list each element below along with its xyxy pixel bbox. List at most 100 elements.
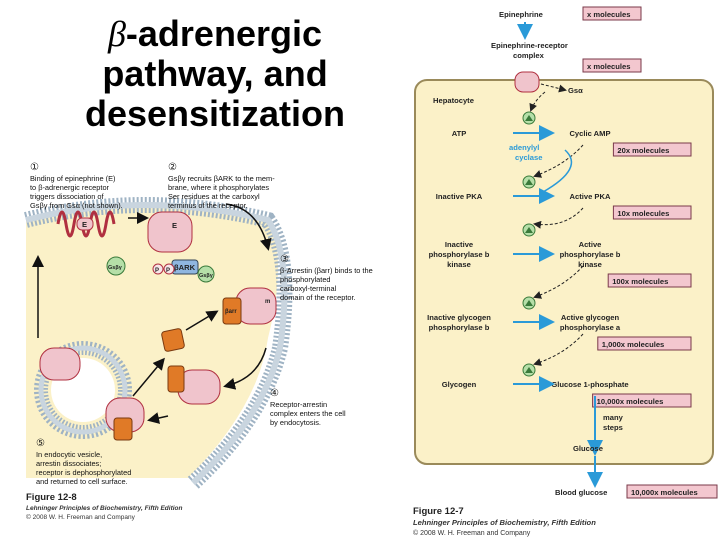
svg-text:m: m <box>265 299 270 305</box>
svg-text:© 2008 W. H. Freeman and Compa: © 2008 W. H. Freeman and Company <box>26 513 136 521</box>
row-2-activator-tri <box>525 227 533 233</box>
arrestin-bound <box>222 297 242 325</box>
svg-text:In endocytic vesicle,: In endocytic vesicle, <box>36 450 102 459</box>
row-3-left-1: phosphorylase b <box>429 323 490 332</box>
row-2-amount-box <box>607 273 692 288</box>
row-1-activator-tri <box>525 179 533 185</box>
enzyme-link <box>542 149 573 193</box>
desensitization-diagram: E Gsβγ E βARK P P Gsβγ βarr m ① Binding … <box>24 162 373 521</box>
amount-box-x1 <box>582 6 642 21</box>
svg-text:Epinephrine-receptor: Epinephrine-receptor <box>491 41 568 50</box>
row-0-feedback-arrow <box>529 91 546 112</box>
epinephrine-label: Epinephrine <box>499 10 543 19</box>
svg-text:Gsβγ: Gsβγ <box>108 265 123 271</box>
phosphate-2 <box>163 263 175 275</box>
row-4-activator-tri <box>525 367 533 373</box>
hepatocyte-label: Hepatocyte <box>433 96 474 105</box>
step-2: ② Gsβγ recruits βARK to the mem- brane, … <box>168 162 275 210</box>
row-2-right-2: kinase <box>578 260 602 269</box>
svg-text:receptor is dephosphorylated: receptor is dephosphorylated <box>36 468 131 477</box>
hepatocyte-cell <box>414 79 714 465</box>
svg-text:βarr: βarr <box>225 309 237 315</box>
svg-text:Gsβγ: Gsβγ <box>199 273 214 279</box>
row-1-amount-box <box>612 205 692 220</box>
enzyme-label-2: cyclase <box>515 153 542 162</box>
arrow-3-4 <box>223 347 267 390</box>
step-3: ③ β-Arrestin (βarr) binds to the phospho… <box>280 254 373 302</box>
svg-text:Receptor-arrestin: Receptor-arrestin <box>270 400 327 409</box>
glucose-label: Glucose <box>573 444 603 453</box>
row-3-left-0: Inactive glycogen <box>427 313 491 322</box>
receptor-top <box>514 71 540 93</box>
label-E-1: E <box>82 220 87 229</box>
svg-text:triggers dissociation of: triggers dissociation of <box>30 192 104 201</box>
arrow-arrestin-recycle <box>185 310 219 331</box>
gsbg-1 <box>106 256 126 276</box>
svg-text:P: P <box>155 268 159 274</box>
svg-text:complex: complex <box>513 51 545 60</box>
svg-text:carboxyl-terminal: carboxyl-terminal <box>280 284 337 293</box>
svg-text:①: ① <box>30 162 39 173</box>
svg-text:P: P <box>166 268 170 274</box>
step-4: ④ Receptor-arrestin complex enters the c… <box>270 388 346 427</box>
step-5: ⑤ In endocytic vesicle, arrestin dissoci… <box>36 438 131 486</box>
svg-text:phosphorylated: phosphorylated <box>280 275 331 284</box>
step-1: ① Binding of epinephrine (E) to β-adrene… <box>30 162 123 210</box>
svg-text:③: ③ <box>280 254 289 265</box>
row-4-amount-box <box>592 393 692 408</box>
receptor-3 <box>235 287 277 325</box>
arrow-gsa <box>540 83 567 93</box>
row-0-left-0: ATP <box>452 129 467 138</box>
svg-text:E: E <box>172 221 177 230</box>
row-2-left-1: phosphorylase b <box>429 250 490 259</box>
row-4-left-0: Glycogen <box>442 380 477 389</box>
svg-text:complex enters the cell: complex enters the cell <box>270 409 346 418</box>
row-1-right-0: Active PKA <box>570 192 611 201</box>
svg-text:and returned to cell surface.: and returned to cell surface. <box>36 477 128 486</box>
amplification-cascade: Epinephrine x molecules Epinephrine-rece… <box>413 6 718 537</box>
row-2-right-0: Active <box>579 240 602 249</box>
svg-text:brane, where it phosphorylates: brane, where it phosphorylates <box>168 183 269 192</box>
svg-text:domain of the receptor.: domain of the receptor. <box>280 293 356 302</box>
title-line-2: pathway, and <box>102 53 328 94</box>
arrow-2-3 <box>225 203 272 251</box>
row-0-right-0: Cyclic AMP <box>569 129 610 138</box>
arrow-arrestin-release <box>132 357 165 397</box>
row-0-amount-box <box>612 142 692 157</box>
title-beta-symbol: β <box>107 14 126 54</box>
svg-text:Lehninger Principles of Bioche: Lehninger Principles of Biochemistry, Fi… <box>413 518 596 527</box>
left-caption: Figure 12-8 Lehninger Principles of Bioc… <box>26 492 183 521</box>
row-2-right-1: phosphorylase b <box>560 250 621 259</box>
row-3-right-0: Active glycogen <box>561 313 620 322</box>
svg-text:②: ② <box>168 162 177 173</box>
svg-text:⑤: ⑤ <box>36 438 45 449</box>
svg-text:Figure 12-7: Figure 12-7 <box>413 506 464 517</box>
svg-text:by endocytosis.: by endocytosis. <box>270 418 321 427</box>
receptor-2 <box>147 211 193 253</box>
svg-text:steps: steps <box>603 423 623 432</box>
row-2-amount: 100x molecules <box>612 277 668 286</box>
row-3-feedback-arrow <box>533 265 584 299</box>
svg-text:x molecules: x molecules <box>587 10 630 19</box>
row-2-left-0: Inactive <box>445 240 473 249</box>
svg-text:10,000x molecules: 10,000x molecules <box>631 488 698 497</box>
receptor-6 <box>39 347 81 381</box>
arrow-4-5 <box>147 412 169 424</box>
row-4-amount: 10,000x molecules <box>597 397 664 406</box>
svg-text:Ser residues at the carboxyl: Ser residues at the carboxyl <box>168 192 260 201</box>
svg-text:arrestin dissociates;: arrestin dissociates; <box>36 459 101 468</box>
endocytic-vesicle-core <box>38 345 128 435</box>
svg-text:Gsβγ from Gsα (not shown).: Gsβγ from Gsα (not shown). <box>30 201 123 210</box>
svg-text:to β-adrenergic receptor: to β-adrenergic receptor <box>30 183 110 192</box>
phosphate-1 <box>152 263 164 275</box>
receptor-1 <box>56 210 116 238</box>
row-2-feedback-arrow <box>533 207 584 229</box>
svg-text:β-Arrestin (βarr) binds to the: β-Arrestin (βarr) binds to the <box>280 266 373 275</box>
right-caption: Figure 12-7 Lehninger Principles of Bioc… <box>413 506 596 537</box>
row-2-left-2: kinase <box>447 260 471 269</box>
row-3-amount: 1,000x molecules <box>602 340 664 349</box>
svg-text:many: many <box>603 413 624 422</box>
plasma-membrane-core <box>25 202 288 486</box>
svg-text:Binding of epinephrine (E): Binding of epinephrine (E) <box>30 174 115 183</box>
